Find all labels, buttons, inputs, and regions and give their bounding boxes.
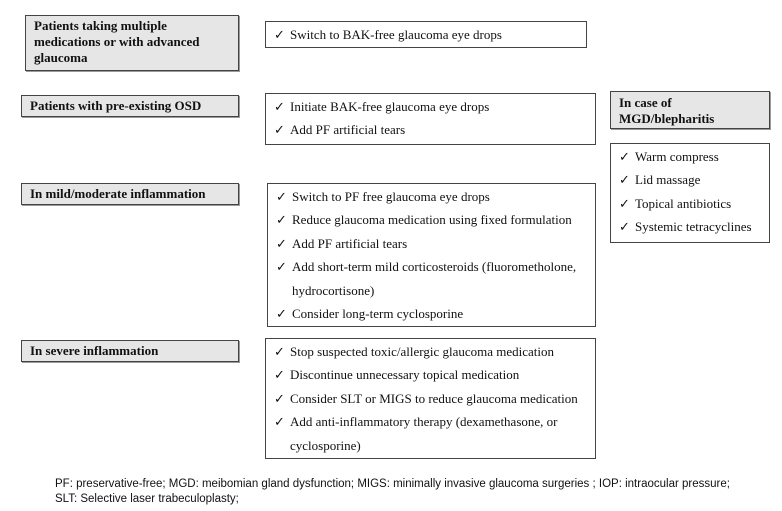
checkmark-icon: ✓ [274, 344, 285, 359]
recommendation-item: ✓ Initiate BAK-free glaucoma eye drops [274, 95, 587, 118]
checkmark-icon: ✓ [274, 27, 285, 42]
checkmark-icon: ✓ [274, 99, 285, 114]
category-label-text: Patients taking multiple medications or … [34, 18, 200, 65]
recommendation-text: Add anti-inflammatory therapy (dexametha… [290, 414, 558, 453]
recommendation-item: ✓ Switch to PF free glaucoma eye drops [276, 185, 587, 208]
recommendation-box-mgd-blepharitis: ✓ Warm compress ✓ Lid massage ✓ Topical … [610, 143, 770, 243]
recommendation-text: Add PF artificial tears [292, 235, 408, 251]
recommendation-item: ✓ Discontinue unnecessary topical medica… [274, 363, 587, 386]
checkmark-icon: ✓ [619, 219, 630, 235]
checkmark-icon: ✓ [619, 172, 630, 188]
recommendation-box-severe-inflammation: ✓ Stop suspected toxic/allergic glaucoma… [265, 338, 596, 459]
recommendation-text: Warm compress [635, 149, 719, 164]
checkmark-icon: ✓ [276, 306, 287, 322]
recommendation-item: ✓ Stop suspected toxic/allergic glaucoma… [274, 340, 587, 363]
recommendation-item: ✓ Systemic tetracyclines [619, 215, 761, 238]
category-label-mgd-blepharitis: In case of MGD/blepharitis [610, 91, 770, 129]
checkmark-icon: ✓ [276, 259, 287, 275]
recommendation-text: Initiate BAK-free glaucoma eye drops [290, 99, 490, 114]
recommendation-text: Switch to BAK-free glaucoma eye drops [290, 27, 502, 42]
recommendation-item: ✓ Warm compress [619, 145, 761, 168]
recommendation-item: ✓ Add PF artificial tears [276, 232, 587, 255]
recommendation-item: ✓ Add anti-inflammatory therapy (dexamet… [274, 410, 587, 457]
recommendation-text: Systemic tetracyclines [635, 219, 752, 235]
recommendation-item: ✓ Topical antibiotics [619, 192, 761, 215]
category-label-text: In mild/moderate inflammation [30, 186, 206, 201]
checkmark-icon: ✓ [274, 367, 285, 383]
recommendation-item: ✓ Lid massage [619, 168, 761, 191]
recommendation-item: ✓ Reduce glaucoma medication using fixed… [276, 208, 587, 231]
category-label-text: Patients with pre-existing OSD [30, 98, 202, 113]
category-label-text: In severe inflammation [30, 343, 159, 358]
category-label-pre-existing-osd: Patients with pre-existing OSD [21, 95, 239, 117]
recommendation-item: ✓ Switch to BAK-free glaucoma eye drops [274, 23, 578, 46]
recommendation-box-pre-existing-osd: ✓ Initiate BAK-free glaucoma eye drops ✓… [265, 93, 596, 145]
category-label-text: In case of MGD/blepharitis [619, 95, 715, 126]
recommendation-text: Stop suspected toxic/allergic glaucoma m… [290, 344, 555, 359]
recommendation-item: ✓ Add PF artificial tears [274, 118, 587, 141]
checkmark-icon: ✓ [274, 390, 285, 406]
recommendation-text: Discontinue unnecessary topical medicati… [290, 367, 520, 383]
recommendation-text: Switch to PF free glaucoma eye drops [292, 189, 490, 204]
recommendation-box-multiple-medications: ✓ Switch to BAK-free glaucoma eye drops [265, 21, 587, 48]
recommendation-text: Consider long-term cyclosporine [292, 306, 464, 322]
recommendation-item: ✓ Consider long-term cyclosporine [276, 302, 587, 325]
category-label-severe-inflammation: In severe inflammation [21, 340, 239, 362]
recommendation-text: Add short-term mild corticosteroids (flu… [292, 259, 577, 298]
recommendation-item: ✓ Consider SLT or MIGS to reduce glaucom… [274, 387, 587, 410]
checkmark-icon: ✓ [619, 195, 630, 211]
checkmark-icon: ✓ [276, 235, 287, 251]
recommendation-text: Topical antibiotics [635, 195, 732, 211]
category-label-mild-moderate-inflammation: In mild/moderate inflammation [21, 183, 239, 205]
checkmark-icon: ✓ [619, 149, 630, 164]
checkmark-icon: ✓ [276, 189, 287, 204]
recommendation-text: Reduce glaucoma medication using fixed f… [292, 212, 572, 228]
abbreviations-footnote: PF: preservative-free; MGD: meibomian gl… [55, 478, 730, 505]
recommendation-box-mild-moderate-inflammation: ✓ Switch to PF free glaucoma eye drops ✓… [267, 183, 596, 327]
checkmark-icon: ✓ [274, 122, 285, 138]
checkmark-icon: ✓ [274, 414, 285, 430]
checkmark-icon: ✓ [276, 212, 287, 228]
category-label-multiple-medications: Patients taking multiple medications or … [25, 15, 239, 71]
recommendation-text: Consider SLT or MIGS to reduce glaucoma … [290, 390, 578, 406]
recommendation-item: ✓ Add short-term mild corticosteroids (f… [276, 255, 587, 302]
recommendation-text: Add PF artificial tears [290, 122, 406, 138]
recommendation-text: Lid massage [635, 172, 701, 188]
